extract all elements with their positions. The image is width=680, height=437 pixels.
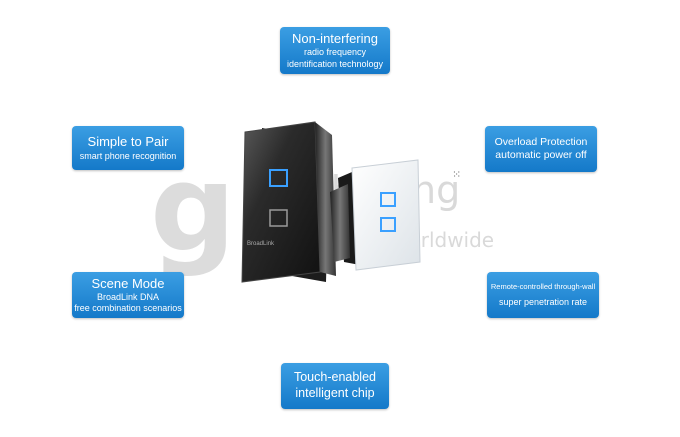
badge-subtitle: BroadLink DNA (96, 291, 160, 302)
badge-title: Touch-enabled (293, 370, 376, 385)
badge-subtitle: intelligent chip (295, 386, 375, 400)
feature-badge-touch-enabled: Touch-enabled intelligent chip (281, 363, 389, 409)
feature-badge-simple-to-pair: Simple to Pair smart phone recognition (72, 126, 184, 170)
badge-title: Overload Protection (494, 135, 588, 148)
badge-subtitle: radio frequency (303, 47, 367, 58)
badge-subtitle: identification technology (286, 58, 384, 69)
badge-title: Remote-controlled through-wall (490, 281, 596, 291)
badge-title: Simple to Pair (87, 134, 169, 150)
badge-title: Non-interfering (292, 31, 378, 47)
loading-spinner-icon: ⁙ (452, 168, 462, 181)
black-switch-touch-key-1 (269, 169, 288, 187)
badge-subtitle: smart phone recognition (79, 150, 177, 161)
black-switch-logo: BroadLink (247, 241, 275, 247)
badge-subtitle: free combination scenarios (74, 303, 182, 314)
black-switch: BroadLink (241, 121, 336, 283)
feature-badge-scene-mode: Scene Mode BroadLink DNA free combinatio… (72, 272, 184, 318)
white-switch (330, 159, 421, 271)
badge-title: Scene Mode (91, 275, 165, 291)
white-switch-touch-key-1 (380, 192, 396, 207)
black-switch-touch-key-2 (269, 209, 288, 227)
feature-badge-remote-controlled: Remote-controlled through-wall super pen… (487, 272, 599, 318)
white-switch-touch-key-2 (380, 217, 396, 232)
feature-badge-non-interfering: Non-interfering radio frequency identifi… (280, 27, 390, 74)
badge-subtitle: automatic power off (495, 149, 587, 161)
feature-badge-overload-protection: Overload Protection automatic power off (485, 126, 597, 172)
badge-subtitle: super penetration rate (498, 297, 588, 308)
